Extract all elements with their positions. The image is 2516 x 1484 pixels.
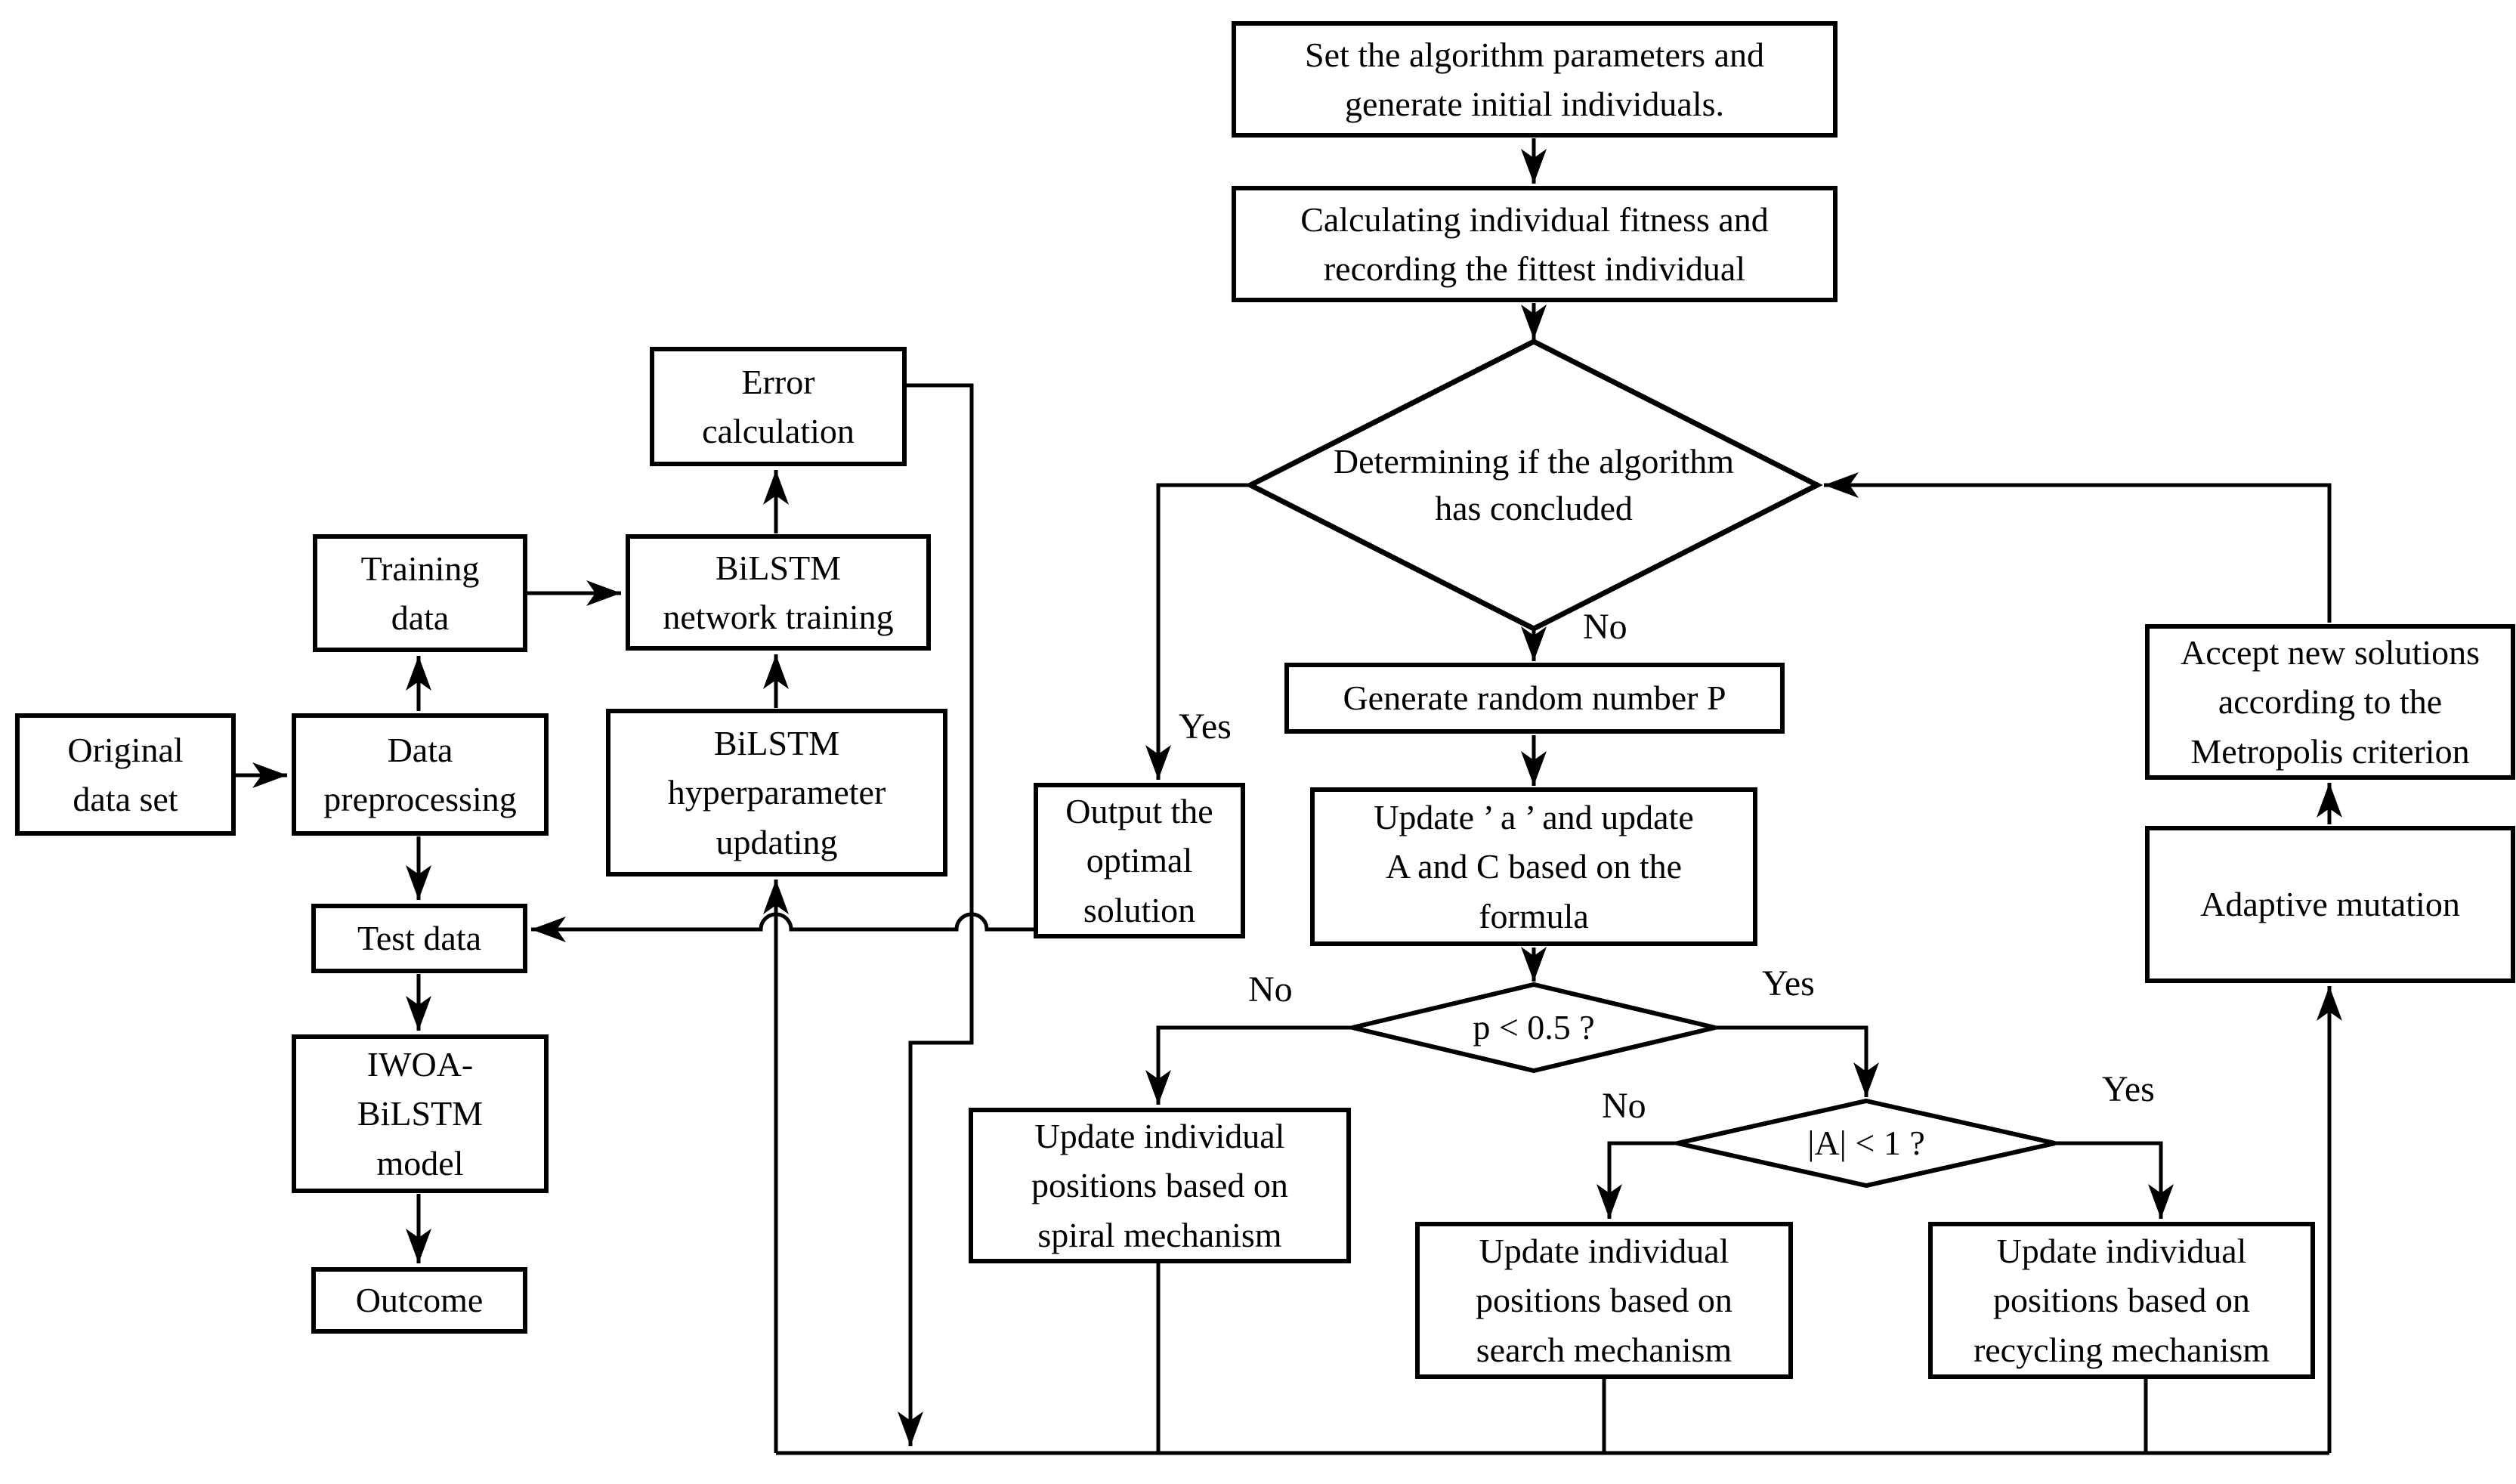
node-bilstm-training: BiLSTM network training bbox=[626, 534, 931, 651]
edge-decision-yes-to-output bbox=[1145, 483, 1252, 780]
decision-a-shape bbox=[1677, 1098, 2056, 1189]
node-training-data: Training data bbox=[313, 534, 527, 652]
label-a-no: No bbox=[1602, 1086, 1646, 1126]
node-set-parameters: Set the algorithm parameters and generat… bbox=[1232, 21, 1838, 138]
decision-algorithm-concluded-label: Determining if the algorithm has conclud… bbox=[1333, 441, 1735, 527]
node-output-optimal: Output the optimal solution bbox=[1034, 783, 1245, 938]
edge-p-no-to-spiral bbox=[1145, 1025, 1354, 1105]
label-p-yes: Yes bbox=[1762, 963, 1815, 1003]
node-bilstm-hyperparameter: BiLSTM hyperparameter updating bbox=[606, 709, 947, 876]
edge-a-yes-to-recycling bbox=[2055, 1141, 2174, 1219]
node-spiral-mechanism: Update individual positions based on spi… bbox=[969, 1108, 1351, 1263]
node-update-a-c: Update ’ a ’ and update A and C based on… bbox=[1310, 787, 1757, 946]
decision-algorithm-concluded-shape bbox=[1244, 339, 1823, 632]
node-recycling-mechanism: Update individual positions based on rec… bbox=[1928, 1222, 2315, 1379]
edge-accept-to-decision bbox=[1824, 472, 2332, 623]
edge-a-no-to-search bbox=[1596, 1141, 1677, 1219]
label-concluded-no: No bbox=[1583, 607, 1627, 647]
label-a-yes: Yes bbox=[2102, 1069, 2155, 1109]
node-test-data: Test data bbox=[311, 904, 527, 973]
node-iwoa-bilstm-model: IWOA- BiLSTM model bbox=[292, 1034, 549, 1193]
node-search-mechanism: Update individual positions based on sea… bbox=[1415, 1222, 1793, 1379]
node-outcome: Outcome bbox=[311, 1267, 527, 1334]
label-p-no: No bbox=[1248, 969, 1293, 1009]
edge-p-yes-to-a bbox=[1714, 1025, 1879, 1097]
node-error-calculation: Error calculation bbox=[650, 347, 907, 466]
label-output-yes: Yes bbox=[1179, 706, 1232, 747]
node-calc-fitness: Calculating individual fitness and recor… bbox=[1232, 186, 1838, 302]
node-data-preprocessing: Data preprocessing bbox=[292, 713, 549, 836]
edge-output-to-testdata bbox=[531, 912, 1034, 942]
node-original-dataset: Original data set bbox=[15, 713, 236, 836]
decision-p-shape bbox=[1352, 982, 1716, 1074]
edge-error-to-bus bbox=[898, 383, 974, 1446]
decision-p-label: p < 0.5 ? bbox=[1473, 1007, 1595, 1047]
node-adaptive-mutation: Adaptive mutation bbox=[2145, 826, 2515, 983]
node-generate-random: Generate random number P bbox=[1284, 663, 1785, 734]
decision-a-label: |A| < 1 ? bbox=[1807, 1123, 1925, 1162]
node-accept-metropolis: Accept new solutions according to the Me… bbox=[2145, 624, 2515, 780]
